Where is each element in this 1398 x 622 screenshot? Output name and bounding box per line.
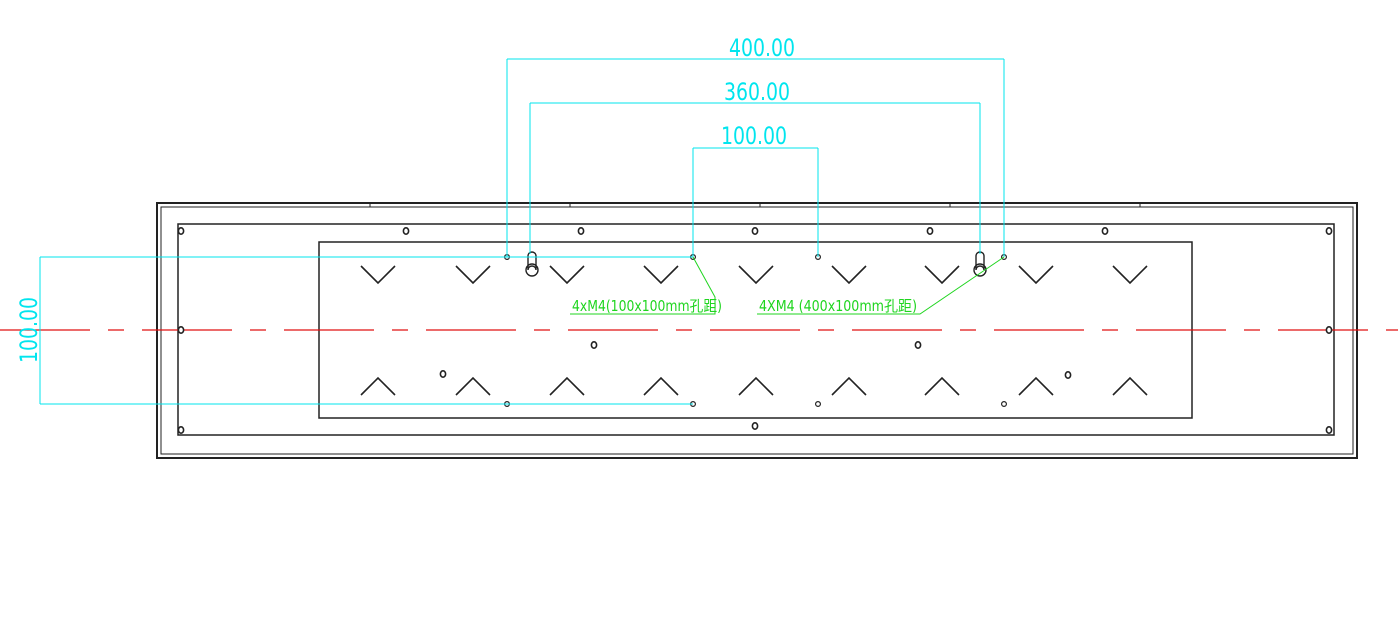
m4-hole bbox=[1000, 401, 1007, 408]
screw-hole bbox=[751, 421, 759, 430]
keyhole-slot bbox=[973, 251, 987, 277]
keyhole-slots bbox=[525, 251, 987, 277]
note-leader-400x100 bbox=[757, 256, 1005, 315]
screw-hole bbox=[439, 369, 447, 378]
m4-hole bbox=[814, 401, 821, 408]
screw-hole bbox=[914, 340, 922, 349]
vent-chevron-up bbox=[924, 376, 960, 396]
dimension-lines bbox=[39, 58, 1005, 405]
note-400x100-label: 4XM4 (400x100mm孔距) bbox=[759, 297, 917, 315]
screw-hole bbox=[1064, 370, 1072, 379]
screw-hole bbox=[1101, 227, 1109, 236]
vent-chevron-up bbox=[455, 376, 491, 396]
vent-chevron-up bbox=[1018, 376, 1054, 396]
screw-hole bbox=[1325, 325, 1333, 334]
vent-chevron-up bbox=[738, 376, 774, 396]
screw-hole bbox=[926, 227, 934, 236]
screw-hole bbox=[177, 425, 185, 434]
keyhole-slot bbox=[525, 251, 539, 277]
note-leaders bbox=[570, 256, 1005, 315]
vent-chevron-up bbox=[831, 376, 867, 396]
vent-chevron-down bbox=[924, 265, 960, 285]
vent-chevron-down bbox=[831, 265, 867, 285]
screw-hole bbox=[177, 325, 185, 334]
dim-360-label: 360.00 bbox=[724, 78, 790, 106]
dim-400-label: 400.00 bbox=[729, 34, 795, 62]
screw-hole bbox=[1325, 227, 1333, 236]
note-100x100-label: 4xM4(100x100mm孔距) bbox=[572, 297, 722, 315]
vent-chevrons bbox=[360, 265, 1148, 396]
vent-chevron-down bbox=[1018, 265, 1054, 285]
vent-chevron-down bbox=[738, 265, 774, 285]
vent-chevron-down bbox=[549, 265, 585, 285]
dim-100-vertical-label: 100.00 bbox=[15, 297, 43, 363]
screw-hole bbox=[177, 227, 185, 236]
screw-hole bbox=[590, 340, 598, 349]
screw-hole bbox=[751, 227, 759, 236]
screw-hole bbox=[402, 227, 410, 236]
vent-chevron-down bbox=[360, 265, 396, 285]
vent-chevron-down bbox=[1112, 265, 1148, 285]
screw-hole bbox=[1325, 425, 1333, 434]
vent-chevron-up bbox=[360, 376, 396, 396]
screw-hole bbox=[577, 227, 585, 236]
dim-100-horizontal-label: 100.00 bbox=[721, 122, 787, 150]
vent-chevron-down bbox=[455, 265, 491, 285]
vent-chevron-up bbox=[1112, 376, 1148, 396]
note-leader-100x100 bbox=[570, 256, 716, 315]
screw-holes bbox=[177, 227, 1333, 434]
vent-chevron-down bbox=[643, 265, 679, 285]
vent-chevron-up bbox=[549, 376, 585, 396]
vent-chevron-up bbox=[643, 376, 679, 396]
